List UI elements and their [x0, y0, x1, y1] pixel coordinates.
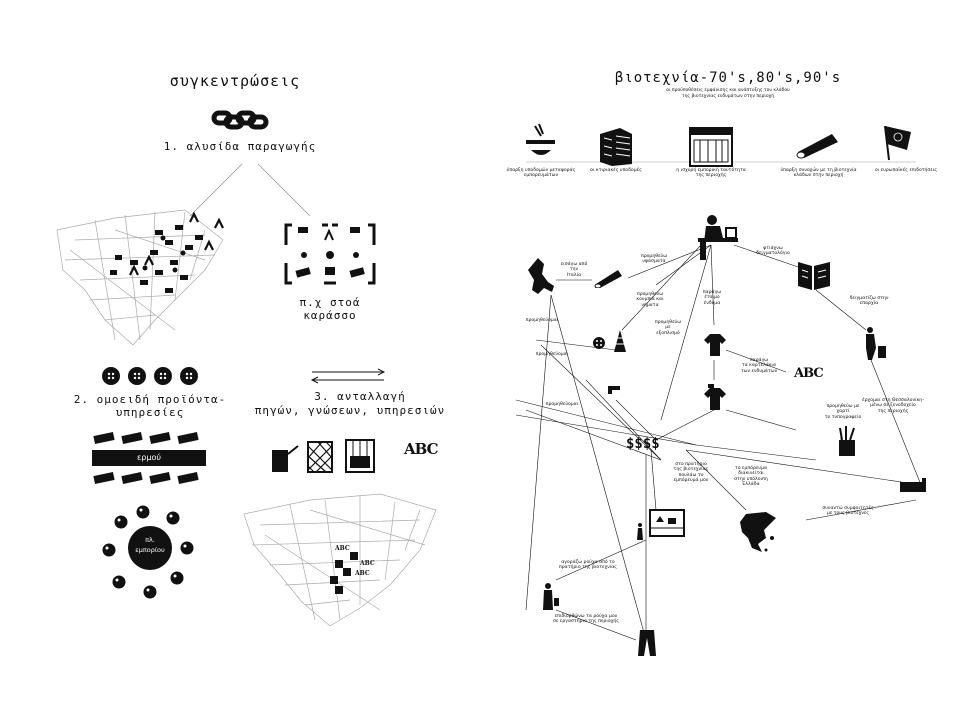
district-map-2 [243, 493, 437, 627]
top-item-4: ύπαρξη συνοχών με τη βιοτεχνία κλάδων στ… [780, 168, 857, 179]
label-procure-2: προμηθεύομαι [535, 352, 569, 357]
buyer-icon [543, 583, 559, 610]
italy-shape-icon [528, 258, 554, 294]
storefront-icon [689, 127, 733, 167]
top-item-5: οι ευρωπαϊκές επιδοτήσεις [874, 168, 938, 173]
transport-infrastructure-icon [526, 123, 555, 155]
branch-lines [189, 163, 311, 217]
emporiou-square-diagram [102, 505, 194, 599]
top-item-2: οι κτιριακές υποδομές [590, 168, 642, 173]
tailor-worker-icon [698, 215, 738, 260]
eu-flag-icon [884, 125, 911, 161]
abc-typography-icon: ABC [404, 440, 439, 458]
chain-icon [211, 110, 269, 130]
exchange-arrows-icon [310, 368, 386, 384]
map-abc-3: ABC [355, 570, 370, 577]
sewing-machine-icon [608, 386, 620, 394]
greece-map-icon [740, 512, 776, 552]
shop-display-icon [649, 509, 685, 537]
label-procure-1: προμηθεύομαι [525, 318, 559, 323]
label-thessaloniki: έρχομαι στη Θεσσαλονίκη-μένω σε ξενοδοχε… [862, 398, 924, 414]
map-abc-2: ABC [360, 560, 375, 567]
traveller-icon [866, 327, 886, 360]
building-icon [600, 128, 632, 166]
pencil-cup-icon [839, 426, 855, 456]
shirt-icon-2 [704, 384, 726, 410]
sample-book-icon [798, 262, 830, 290]
abc-label-icon: ABC [794, 366, 824, 381]
section3-label-2: πηγών, γνώσεων, υπηρεσιών [254, 404, 446, 417]
flow-lines [515, 161, 922, 641]
street-label: ερμού [136, 453, 161, 462]
district-map-1 [56, 209, 224, 346]
stoa-label: π.χ στοά καράσσο [299, 296, 361, 322]
buttons-icon [102, 367, 198, 385]
fabric-roll-icon [796, 134, 838, 159]
section2-label: 2. ομοειδή προϊόντα-υπηρεσίες [73, 393, 227, 419]
top-item-1: ύπαρξη υποδομών μεταφοράς εμπορευμάτων [506, 168, 576, 179]
section1-label: 1. αλυσίδα παραγωγής [163, 140, 317, 153]
trousers-icon [638, 630, 656, 656]
fabric-roll-icon-2 [594, 270, 622, 288]
left-title: συγκεντρώσεις [169, 72, 301, 90]
ermou-street-diagram [92, 432, 206, 484]
right-subtitle-1: οι προϋποθέσεις εμφάνισης και ανάπτυξης … [666, 88, 790, 93]
left-panel: συγκεντρώσεις 1. αλυσίδα παραγωγής [0, 0, 470, 720]
right-title: βιοτεχνία-70's,80's,90's [614, 70, 842, 86]
square-label-2: εμπορίου [135, 546, 165, 554]
button-icon [593, 337, 605, 349]
stoa-diagram [284, 223, 376, 285]
label-procure-3: προμηθεύομαι [545, 402, 579, 407]
shopper-icon [637, 523, 643, 540]
hotel-bed-icon [900, 478, 926, 492]
right-subtitle-2: της βιοτεχνίας ενδυμάτων στην περιοχή [681, 94, 775, 99]
top-item-3: η ισχυρή εμπορική ταυτότητα της περιοχής [676, 168, 746, 179]
exchange-icons-row [272, 439, 375, 473]
map-abc-1: ABC [335, 545, 350, 552]
shirt-icon-1 [704, 334, 726, 356]
square-label-1: πλ. [145, 536, 155, 544]
thread-spool-icon [614, 330, 626, 352]
money-symbol: $$$$ [626, 436, 660, 452]
section3-label-1: 3. ανταλλαγή [314, 390, 406, 403]
right-panel: βιοτεχνία-70's,80's,90's οι προϋποθέσεις… [496, 0, 960, 720]
